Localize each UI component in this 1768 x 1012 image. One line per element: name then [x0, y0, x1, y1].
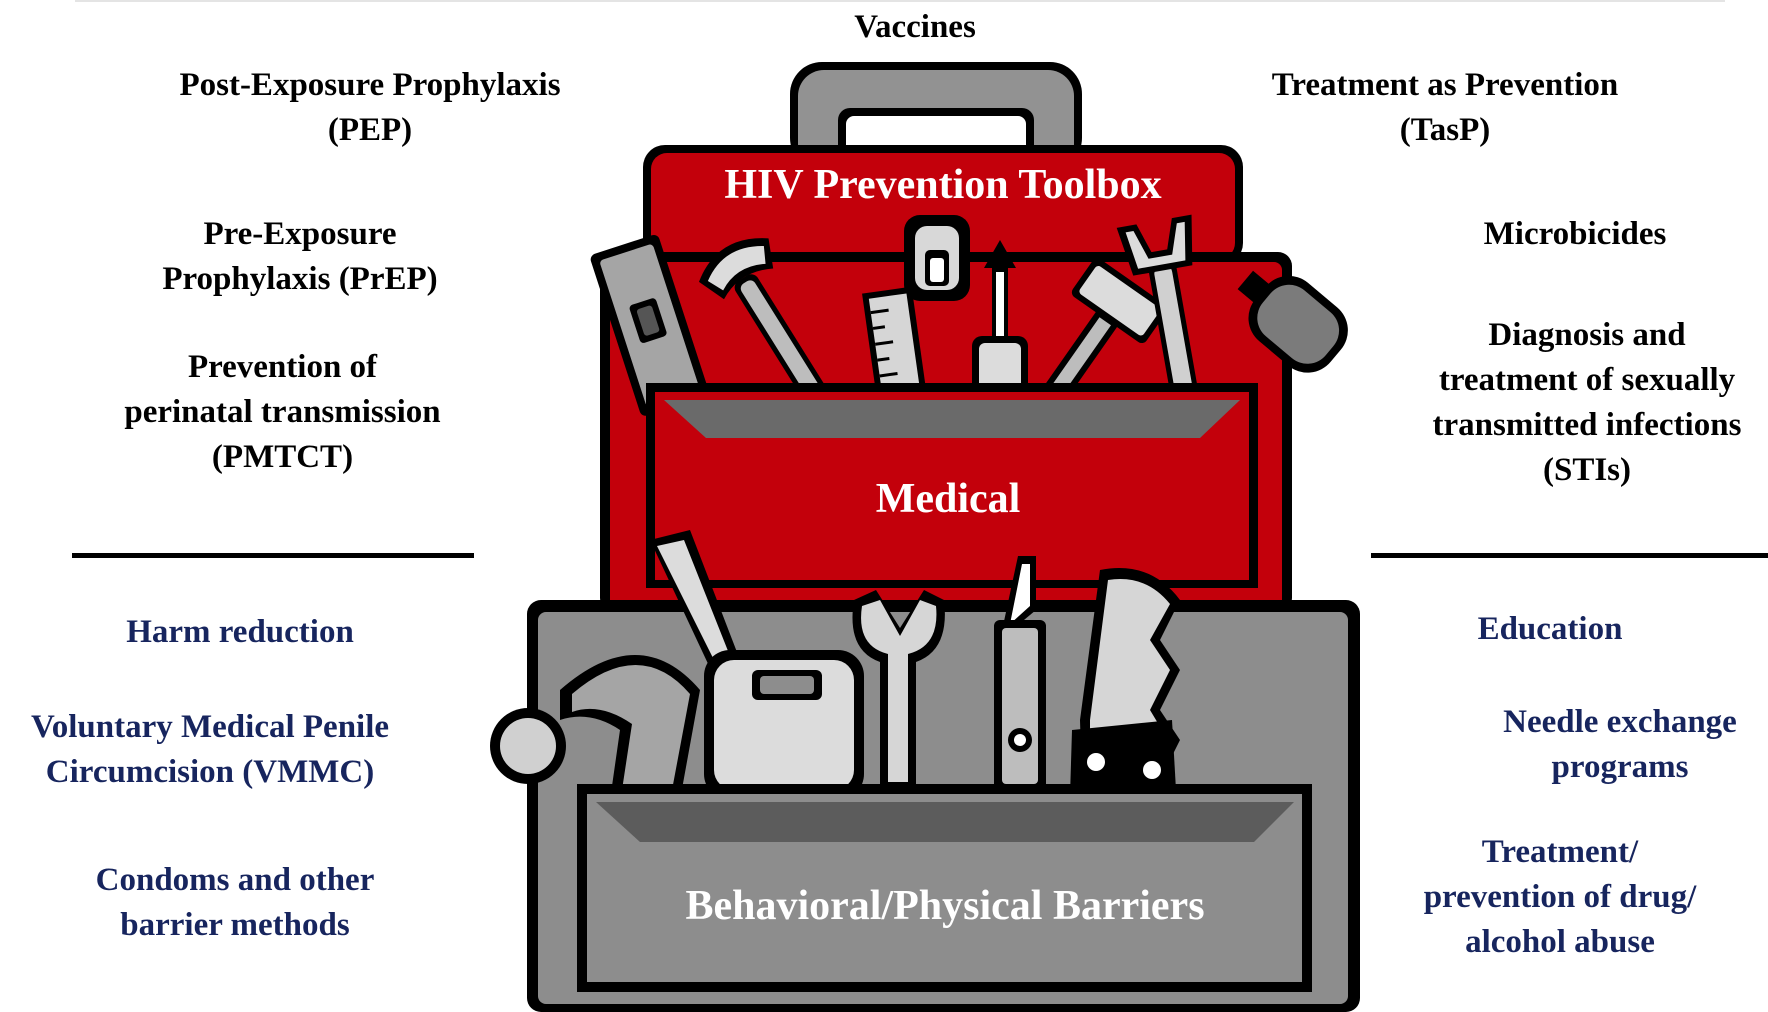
- toolbox-title: HIV Prevention Toolbox: [724, 162, 1161, 208]
- utility-knife-icon: [994, 556, 1046, 792]
- adjustable-wrench-icon: [1116, 214, 1200, 410]
- medical-tools: [590, 214, 1348, 416]
- pmtct-label: Prevention of perinatal transmission (PM…: [124, 349, 441, 475]
- tasp-label: Treatment as Prevention (TasP): [1271, 67, 1619, 148]
- vaccines-label: Vaccines: [854, 9, 976, 45]
- wrench-icon: [852, 590, 945, 790]
- prep-label: Pre-Exposure Prophylaxis (PrEP): [162, 216, 438, 297]
- hammer-icon: [1237, 270, 1348, 373]
- harm-reduction-label: Harm reduction: [126, 614, 354, 650]
- needle-exchange-label: Needle exchange programs: [1503, 704, 1737, 785]
- behavioral-pocket: [577, 784, 1312, 992]
- condoms-label: Condoms and other barrier methods: [95, 862, 375, 943]
- vmmc-label: Voluntary Medical Penile Circumcision (V…: [30, 709, 390, 790]
- pipe-wrench-icon: [698, 238, 831, 410]
- handsaw-icon: [1070, 568, 1180, 796]
- mallet-icon: [1041, 258, 1168, 405]
- ruler-icon: [862, 286, 929, 413]
- behavioral-label: Behavioral/Physical Barriers: [685, 883, 1204, 929]
- pep-label: Post-Exposure Prophylaxis (PEP): [179, 67, 561, 148]
- screwdriver-icon: [972, 240, 1028, 398]
- level-icon: [590, 234, 709, 416]
- left-divider: [72, 553, 474, 558]
- drug-alcohol-label: Treatment/ prevention of drug/ alcohol a…: [1423, 834, 1697, 960]
- medical-label: Medical: [876, 476, 1021, 522]
- education-label: Education: [1477, 611, 1623, 647]
- microbicides-label: Microbicides: [1483, 216, 1667, 252]
- top-border-line: [75, 0, 1725, 2]
- sti-label: Diagnosis and treatment of sexually tran…: [1432, 317, 1742, 488]
- claw-hammer-icon: [490, 655, 700, 800]
- behavioral-tools: [490, 530, 1180, 800]
- tape-measure-icon: [650, 530, 864, 800]
- right-divider: [1371, 553, 1768, 558]
- medical-pocket: [646, 383, 1258, 588]
